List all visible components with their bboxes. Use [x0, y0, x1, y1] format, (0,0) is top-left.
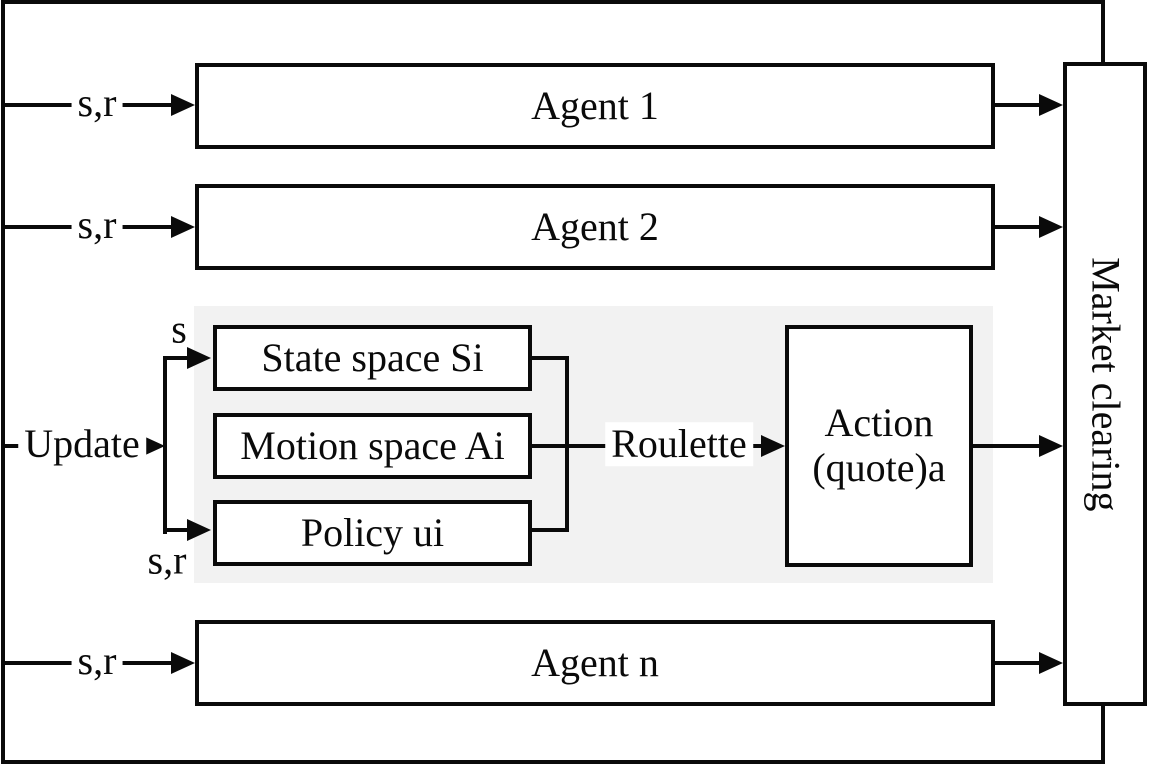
agent1-box: Agent 1	[195, 63, 995, 149]
arrowhead-market-agent2	[1039, 216, 1063, 238]
policy-box-label: Policy ui	[300, 509, 445, 555]
arrowhead-policy	[187, 519, 211, 541]
market-clearing-box-label: Market clearing	[1083, 256, 1129, 512]
arrowhead-sr-agentn	[171, 652, 195, 674]
agentn-box: Agent n	[195, 620, 995, 706]
motion-space-box-label: Motion space Ai	[240, 422, 505, 468]
agent2-output-line	[995, 225, 1041, 229]
arrowhead-state-space	[187, 347, 211, 369]
motion-space-box: Motion space Ai	[213, 413, 532, 479]
arrowhead-market-agentn	[1039, 652, 1063, 674]
branch-bottom-line	[165, 528, 189, 532]
arrowhead-sr-agent2	[171, 216, 195, 238]
label-sr-agent1: s,r	[71, 81, 123, 126]
label-sr-branch: s,r	[147, 537, 187, 583]
arrowhead-action	[761, 435, 785, 457]
agentn-output-line	[995, 661, 1041, 665]
policy-box: Policy ui	[213, 500, 532, 566]
action-box: Action (quote)a	[785, 325, 973, 567]
action-output-line	[973, 444, 1041, 448]
arrowhead-sr-agent1	[171, 94, 195, 116]
action-box-label-line1: Action	[824, 400, 934, 446]
agentn-box-label: Agent n	[531, 639, 659, 685]
label-roulette: Roulette	[605, 422, 753, 467]
arrowhead-market-agent1	[1039, 94, 1063, 116]
label-sr-agentn: s,r	[71, 639, 123, 684]
state-space-box-label: State space Si	[261, 334, 484, 380]
agent1-output-line	[995, 103, 1041, 107]
agent2-box-label: Agent 2	[531, 203, 659, 249]
state-space-box: State space Si	[213, 325, 532, 391]
action-box-label-line2: (quote)a	[812, 445, 946, 490]
agent2-box: Agent 2	[195, 184, 995, 270]
label-update: Update	[18, 422, 146, 467]
policy-output-line	[532, 528, 569, 532]
arrowhead-market-action	[1039, 435, 1063, 457]
branch-top-line	[165, 356, 189, 360]
action-box-label: Action (quote)a	[812, 400, 946, 491]
agent1-box-label: Agent 1	[531, 82, 659, 128]
market-clearing-box: Market clearing	[1063, 62, 1147, 706]
state-output-line	[532, 356, 569, 360]
arrowhead-update	[141, 435, 165, 457]
branch-bus-vertical	[163, 356, 167, 534]
label-sr-agent2: s,r	[71, 203, 123, 248]
label-s-branch: s	[171, 306, 187, 352]
